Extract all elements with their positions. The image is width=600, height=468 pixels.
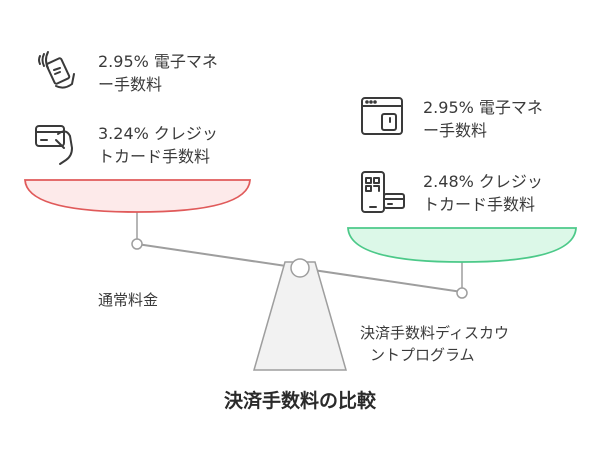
qr-phone-card-icon bbox=[361, 171, 405, 213]
left-item-2-line2: トカード手数料 bbox=[98, 147, 211, 166]
contactless-card-hand-icon bbox=[38, 51, 75, 89]
left-item-1-line1: 2.95% 電子マネ bbox=[98, 52, 218, 71]
left-item-1-label: 2.95% 電子マネ ー手数料 bbox=[98, 50, 218, 96]
page-title: 決済手数料の比較 bbox=[223, 390, 376, 412]
fulcrum bbox=[253, 261, 347, 371]
credit-card-hand-icon bbox=[35, 125, 73, 165]
left-item-2-line1: 3.24% クレジッ bbox=[98, 124, 218, 143]
fulcrum-pivot bbox=[290, 258, 310, 278]
right-item-2-line2: トカード手数料 bbox=[423, 195, 536, 214]
right-pivot bbox=[456, 287, 468, 299]
right-item-1-label: 2.95% 電子マネ ー手数料 bbox=[423, 96, 543, 142]
right-pan bbox=[347, 227, 577, 263]
left-caption: 通常料金 bbox=[98, 291, 159, 309]
browser-wallet-icon bbox=[361, 97, 403, 135]
right-caption-line1: 決済手数料ディスカウ bbox=[360, 324, 509, 342]
left-item-2-label: 3.24% クレジッ トカード手数料 bbox=[98, 122, 218, 168]
right-item-2-line1: 2.48% クレジッ bbox=[423, 172, 543, 191]
left-pivot bbox=[131, 238, 143, 250]
left-item-1-line2: ー手数料 bbox=[98, 75, 163, 94]
right-caption-line2: ントプログラム bbox=[370, 346, 475, 364]
right-item-1-line1: 2.95% 電子マネ bbox=[423, 98, 543, 117]
left-pan bbox=[24, 179, 251, 213]
right-caption: 決済手数料ディスカウ ントプログラム bbox=[360, 322, 509, 366]
right-item-2-label: 2.48% クレジッ トカード手数料 bbox=[423, 170, 543, 216]
right-item-1-line2: ー手数料 bbox=[423, 121, 488, 140]
